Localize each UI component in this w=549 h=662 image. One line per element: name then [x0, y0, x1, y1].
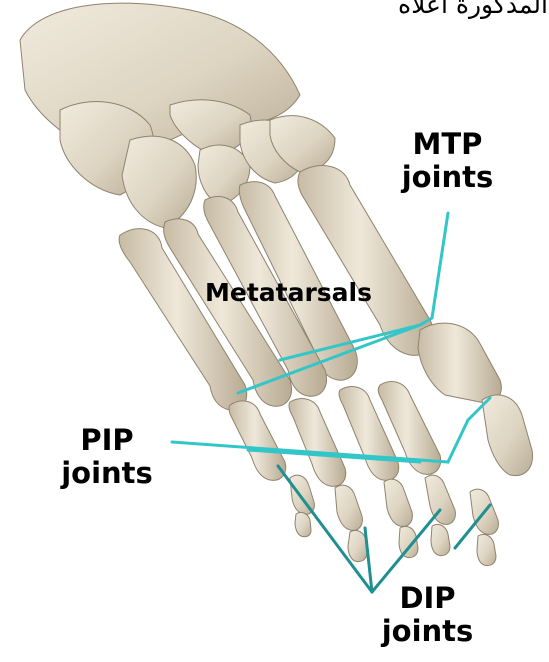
- header-arabic-text: المذكورة أعلاه: [288, 0, 548, 19]
- mtp-joints-label: MTP joints: [395, 128, 500, 194]
- pip-joints-label: PIP joints: [52, 424, 162, 490]
- pip-leader-line: [172, 398, 490, 462]
- dip-label-line2: joints: [375, 615, 480, 648]
- mtp-label-line2: joints: [395, 161, 500, 194]
- metatarsals-label: Metatarsals: [205, 278, 372, 307]
- mtp-label-line1: MTP: [395, 128, 500, 161]
- dip-label-line1: DIP: [375, 582, 480, 615]
- pip-label-line2: joints: [52, 457, 162, 490]
- pip-label-line1: PIP: [52, 424, 162, 457]
- dip-joints-label: DIP joints: [375, 582, 480, 648]
- tarsal-bones: [20, 3, 335, 228]
